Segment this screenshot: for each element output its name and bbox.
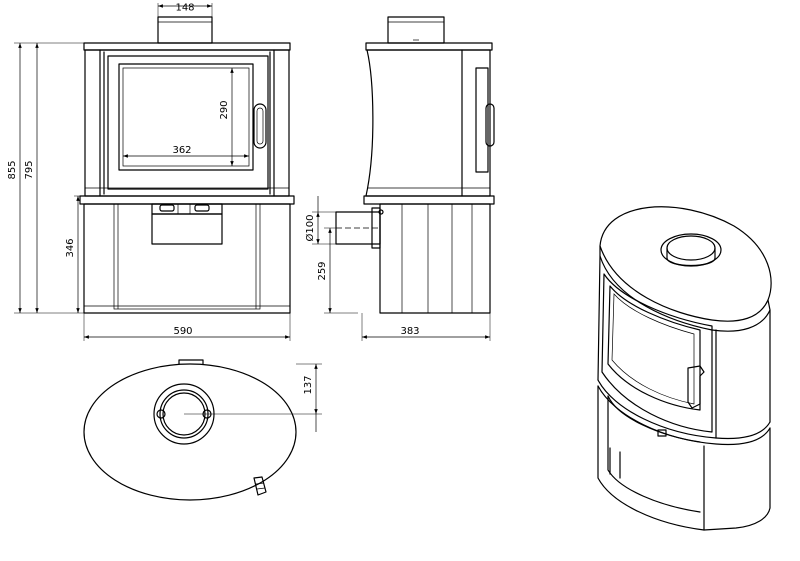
dim-body-height: 795 bbox=[24, 160, 35, 179]
iso-glass bbox=[607, 285, 701, 411]
dim-glass-width: 362 bbox=[172, 145, 191, 156]
dim-base-height: 346 bbox=[65, 238, 76, 257]
front-plinth bbox=[83, 203, 291, 314]
side-plinth bbox=[379, 203, 491, 314]
front-ash-box bbox=[151, 213, 223, 245]
front-body bbox=[84, 49, 290, 197]
front-flue-collar bbox=[157, 16, 213, 44]
side-handle-plate bbox=[475, 67, 489, 173]
dim-top-flue-offset: 137 bbox=[303, 375, 314, 394]
isometric-view bbox=[597, 206, 772, 531]
dim-flue-diameter: Ø100 bbox=[304, 215, 316, 242]
top-outline bbox=[83, 363, 297, 501]
dim-rear-outlet-height: 259 bbox=[317, 261, 328, 280]
dim-front-width: 590 bbox=[173, 326, 192, 337]
top-handle bbox=[253, 476, 267, 496]
front-door bbox=[107, 55, 269, 190]
iso-plinth bbox=[597, 385, 771, 531]
iso-flue bbox=[660, 233, 722, 267]
side-view bbox=[335, 16, 495, 314]
side-dimensions: Ø100 259 383 bbox=[304, 196, 491, 341]
dim-flue-width: 148 bbox=[175, 2, 194, 13]
dim-total-height: 855 bbox=[7, 160, 18, 179]
top-view bbox=[83, 359, 297, 501]
side-top-cap bbox=[365, 42, 493, 51]
door-handle bbox=[253, 103, 267, 149]
iso-door bbox=[601, 273, 713, 433]
front-top-cap bbox=[83, 42, 291, 51]
front-view bbox=[79, 16, 295, 314]
side-base-band bbox=[363, 195, 495, 205]
dim-glass-height: 290 bbox=[219, 100, 230, 119]
side-body bbox=[365, 49, 491, 197]
iso-handle bbox=[687, 365, 705, 409]
front-glass bbox=[118, 63, 254, 171]
front-dimensions: 148 855 795 346 290 362 590 bbox=[7, 2, 291, 341]
side-flue-collar bbox=[387, 16, 445, 44]
dim-side-depth: 383 bbox=[400, 326, 419, 337]
front-base-band bbox=[79, 195, 295, 205]
top-dimensions: 137 bbox=[184, 363, 322, 432]
